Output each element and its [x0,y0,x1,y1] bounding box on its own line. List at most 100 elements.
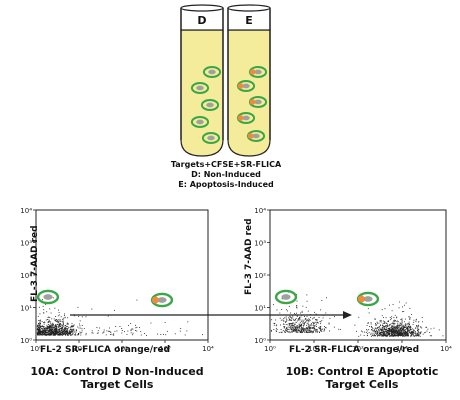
plot-10b-point [291,323,293,325]
plot-10b-point [395,326,397,328]
plot-10b-point [284,329,286,331]
plot-10b-point [316,325,318,327]
plot-10b-point [386,335,388,337]
plot-10a-point [41,332,43,334]
plot-10b-xlabel: FL-2 SR-FLICA orange/red [289,345,420,355]
plot-10b-point [392,304,394,306]
plot-10b-point [400,331,402,333]
plot-10b-point [370,334,372,336]
plot-10b-point [409,307,411,309]
plot-10b-point [398,329,400,331]
plot-10a-point [119,326,121,327]
plot-10b-point [290,323,292,325]
plot-10a-point [60,323,62,325]
plot-10b-point [310,317,312,318]
plot-10b-point [319,327,321,329]
plot-10a-point [63,330,65,332]
plot-10b-point [411,334,413,336]
plot-10a-point [38,330,39,332]
plot-10b-point [366,330,368,332]
plot-10a-point [72,333,74,335]
plot-10a-point [55,320,57,322]
plot-10b-point [384,326,385,328]
plot-10b-point [366,328,368,330]
plot-10b-point [398,334,400,336]
plot-10b-point [408,316,410,318]
plot-10b-point [383,329,385,331]
plot-10b-point [409,329,411,331]
plot-10b-point [309,327,311,329]
plot-10b-point [286,327,288,328]
plot-10b-point [375,335,377,337]
plot-10a-point [45,319,47,321]
plot-10b-point [298,329,300,331]
plot-10a-point [79,325,81,327]
plot-10b-point [389,330,391,332]
plot-10b-point [386,330,388,332]
plot-10a-point [134,324,136,326]
plot-10a-cluster [36,297,94,336]
plot-10a-point [44,330,46,332]
plot-10a-point [61,332,63,334]
plot-10a-xtick-label: 10³ [159,345,171,353]
plot-10b-point [291,327,293,329]
plot-10b-point [300,332,301,333]
plot-10b-point [396,334,398,336]
plot-10a-point [46,324,48,326]
plot-10a-point [54,331,56,333]
plot-10b-point [314,325,316,326]
plot-10b-point [371,329,373,331]
plot-10a-point [56,333,58,335]
plot-10b-point [305,328,307,330]
plot-10b-point [292,316,294,318]
plot-10b-point [380,329,382,330]
plot-10b-point [303,322,305,324]
plot-10b-point [390,330,391,332]
plot-10a-point [67,323,69,325]
plot-10a-point [53,331,55,333]
plot-10b-point [317,329,319,331]
plot-10a-point [70,329,72,331]
plot-10a-point [41,327,43,329]
plot-10b-point [281,298,283,300]
plot-10b-point [312,330,314,332]
plot-10b-point [298,326,299,328]
plot-10b-point [319,328,321,330]
plot-10a-point [130,323,132,325]
plot-10b-point [401,318,403,320]
plot-10b-point [422,321,424,323]
plot-10a-point [112,334,114,336]
plot-10a-point [61,321,63,323]
plot-10a-point [54,328,56,330]
plot-10a-point [187,321,189,323]
plot-10b-point [303,328,305,330]
plot-10b-point [302,321,304,323]
plot-10a-point [45,333,47,335]
plot-10a-point [184,334,186,336]
plot-10a-point [52,332,54,334]
plot-10b-point [410,332,412,334]
plot-10b-point [291,331,293,333]
plot-10a-point [146,334,147,336]
plot-10b-point [384,327,386,329]
plot-10a-point [54,334,56,336]
plot-10a-point [60,327,62,329]
plot-10a-point [97,332,99,334]
plot-10b-point [410,332,412,334]
plot-10b-point [385,317,387,319]
plot-10b-point [390,323,392,325]
plot-10a-point [77,326,79,328]
plot-10a-ytick-label: 10⁴ [20,207,32,215]
plot-10b-point [403,327,404,329]
plot-10b-point [289,331,291,333]
tube-e-label: E [245,14,253,27]
plot-10b-point [397,335,399,337]
plot-10a-point [45,304,47,306]
plot-10a-point [81,328,83,330]
plot-10a-point [70,331,72,333]
plot-10a-point [52,324,54,326]
plot-10b-point [395,331,397,333]
plot-10b-point [303,330,305,332]
